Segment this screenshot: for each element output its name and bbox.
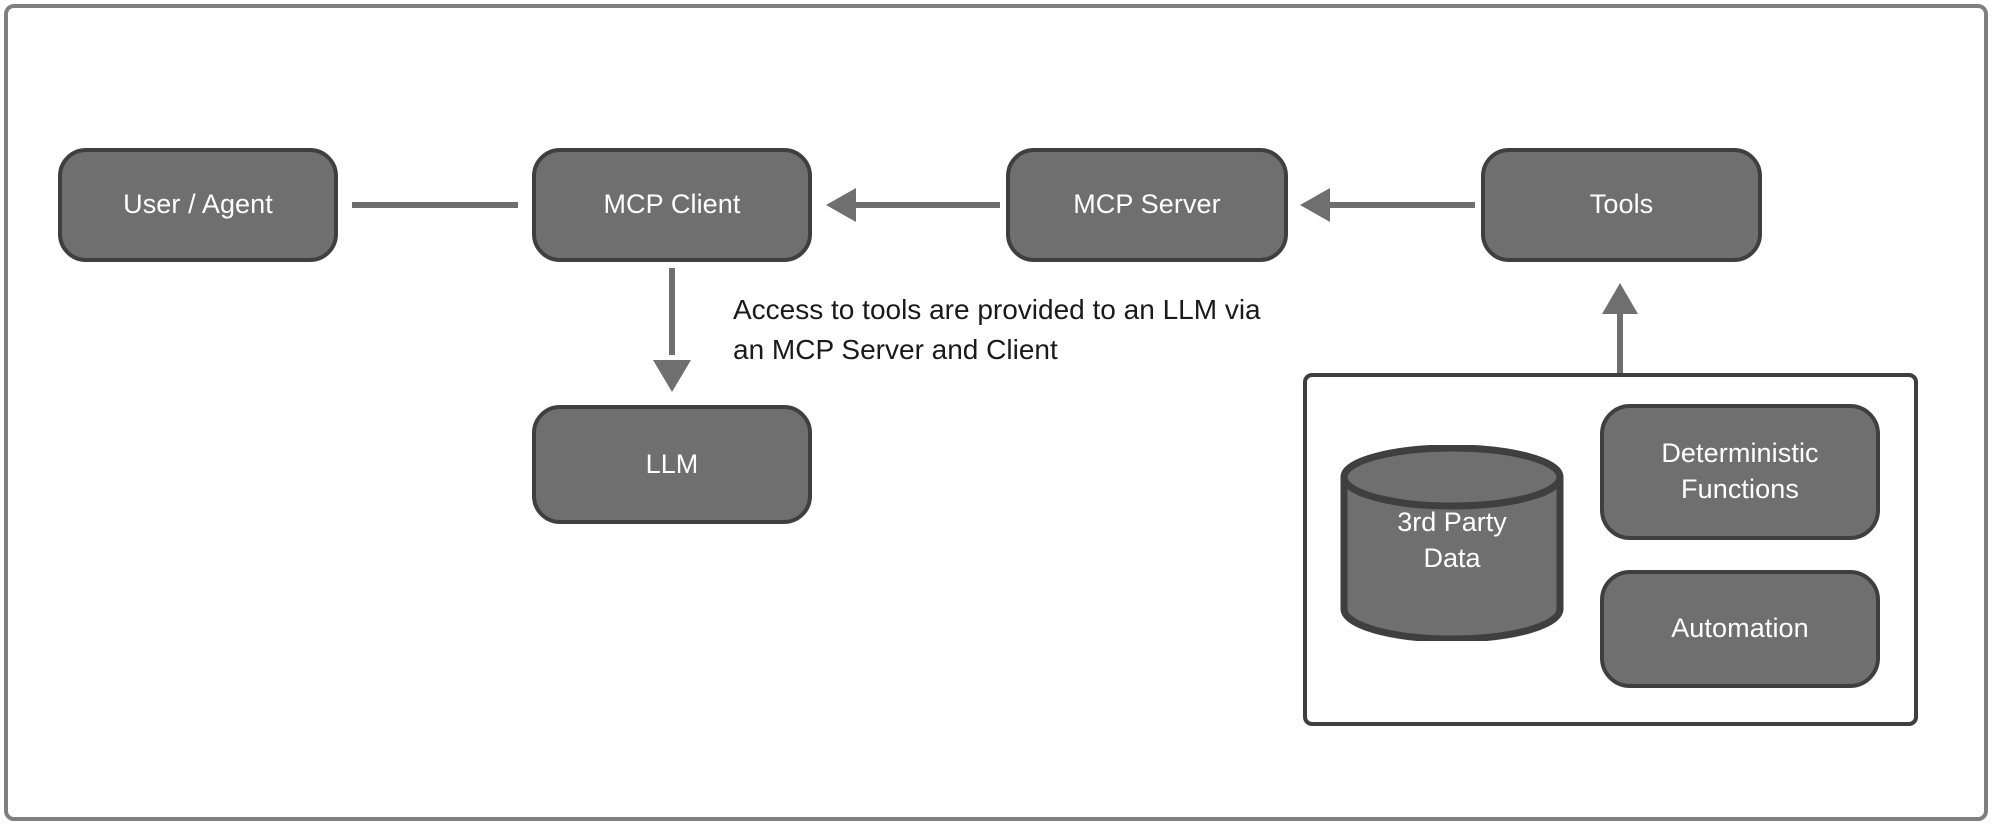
cylinder-shape [1340,444,1564,643]
node-deterministic-functions[interactable]: Deterministic Functions [1600,404,1880,540]
node-mcp-client-label: MCP Client [603,189,741,220]
node-user-agent[interactable]: User / Agent [58,148,338,262]
node-user-agent-label: User / Agent [123,189,273,220]
node-tools-label: Tools [1589,189,1654,220]
node-mcp-server[interactable]: MCP Server [1006,148,1288,262]
annotation-label: Access to tools are provided to an LLM v… [733,294,1261,365]
node-3rd-party-data-label: 3rd Party Data [1397,507,1507,573]
node-automation-label: Automation [1671,613,1809,644]
node-mcp-client[interactable]: MCP Client [532,148,812,262]
node-automation[interactable]: Automation [1600,570,1880,688]
node-deterministic-functions-label: Deterministic Functions [1661,438,1819,504]
node-3rd-party-data[interactable]: 3rd Party Data [1340,444,1564,643]
node-llm[interactable]: LLM [532,405,812,524]
node-llm-label: LLM [645,448,699,479]
node-mcp-server-label: MCP Server [1073,189,1221,220]
node-tools[interactable]: Tools [1481,148,1762,262]
